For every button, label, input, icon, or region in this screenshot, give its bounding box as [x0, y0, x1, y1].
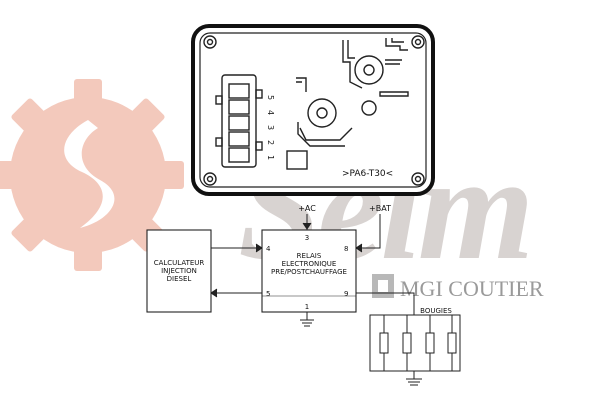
glow-plug-resistors — [379, 315, 457, 371]
gear-logo-icon — [0, 79, 184, 271]
ecu-block: CALCULATEUR INJECTION DIESEL — [146, 229, 212, 313]
relay-pin-3: 3 — [305, 234, 309, 242]
relay-module-housing — [191, 24, 435, 196]
pin-numbers: 5 4 3 2 1 — [266, 95, 275, 160]
pin-number-3: 3 — [266, 125, 275, 130]
ac-terminal-label: +AC — [298, 204, 316, 213]
wires — [210, 214, 415, 327]
pin-number-2: 2 — [266, 140, 275, 145]
housing-inner — [199, 32, 427, 188]
status-window — [286, 150, 308, 170]
relay-pin-5: 5 — [266, 290, 270, 298]
connector-plug — [215, 74, 263, 168]
pin-number-5: 5 — [266, 95, 275, 100]
relay-label-line-1: RELAIS — [297, 252, 322, 260]
relay-pin-8: 8 — [344, 245, 348, 253]
relay-pin-1: 1 — [305, 303, 309, 311]
relay-pin-4: 4 — [266, 245, 271, 253]
relay-label-line-2: ELECTRONIQUE — [282, 260, 337, 268]
glow-plugs-label: BOUGIES — [420, 307, 452, 315]
pin-number-4: 4 — [266, 110, 275, 115]
module-part-label: >PA6-T30< — [342, 169, 393, 179]
sub-brand-text: MGI COUTIER — [400, 276, 544, 301]
relay-label-line-3: PRE/POSTCHAUFFAGE — [271, 268, 347, 276]
pin-number-1: 1 — [266, 155, 275, 160]
ecu-label-line-2: INJECTION — [161, 267, 197, 275]
bat-terminal-label: +BAT — [369, 204, 391, 213]
ecu-label-line-1: CALCULATEUR — [154, 259, 205, 267]
ground-symbol-icon — [406, 371, 422, 386]
relay-block: RELAIS ELECTRONIQUE PRE/POSTCHAUFFAGE 3 … — [261, 229, 357, 313]
mgi-coutier-logo: MGI COUTIER — [372, 274, 544, 301]
ecu-label-line-3: DIESEL — [167, 275, 192, 283]
glow-plugs-block: BOUGIES — [369, 307, 461, 386]
relay-pin-9: 9 — [344, 290, 348, 298]
